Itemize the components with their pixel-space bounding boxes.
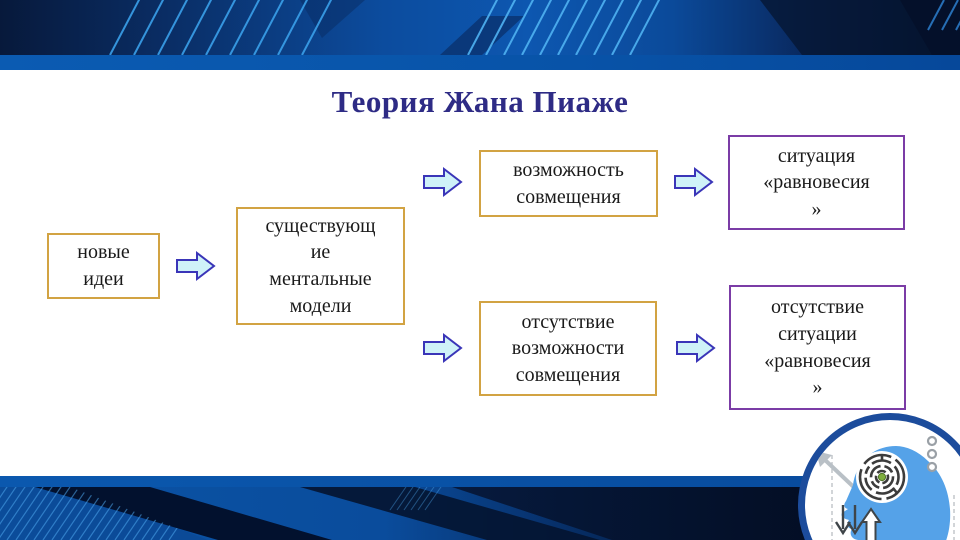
top-banner-decoration [0,0,960,70]
node-equilibrium: ситуация «равновесия » [728,135,905,230]
node-merge-impossible: отсутствие возможности совмещения [479,301,657,396]
flow-arrow-icon [423,332,463,364]
flow-arrow-icon [176,250,216,282]
head-maze-icon [798,413,960,540]
flow-arrow-icon [674,166,714,198]
node-no-equilibrium: отсутствие ситуации «равновесия » [729,285,906,410]
flow-arrow-icon [676,332,716,364]
flow-arrow-icon [423,166,463,198]
node-existing-mental-models: существующ ие ментальные модели [236,207,405,325]
slide-title: Теория Жана Пиаже [331,84,629,119]
node-merge-possible: возможность совмещения [479,150,658,217]
node-new-ideas: новые идеи [47,233,160,299]
